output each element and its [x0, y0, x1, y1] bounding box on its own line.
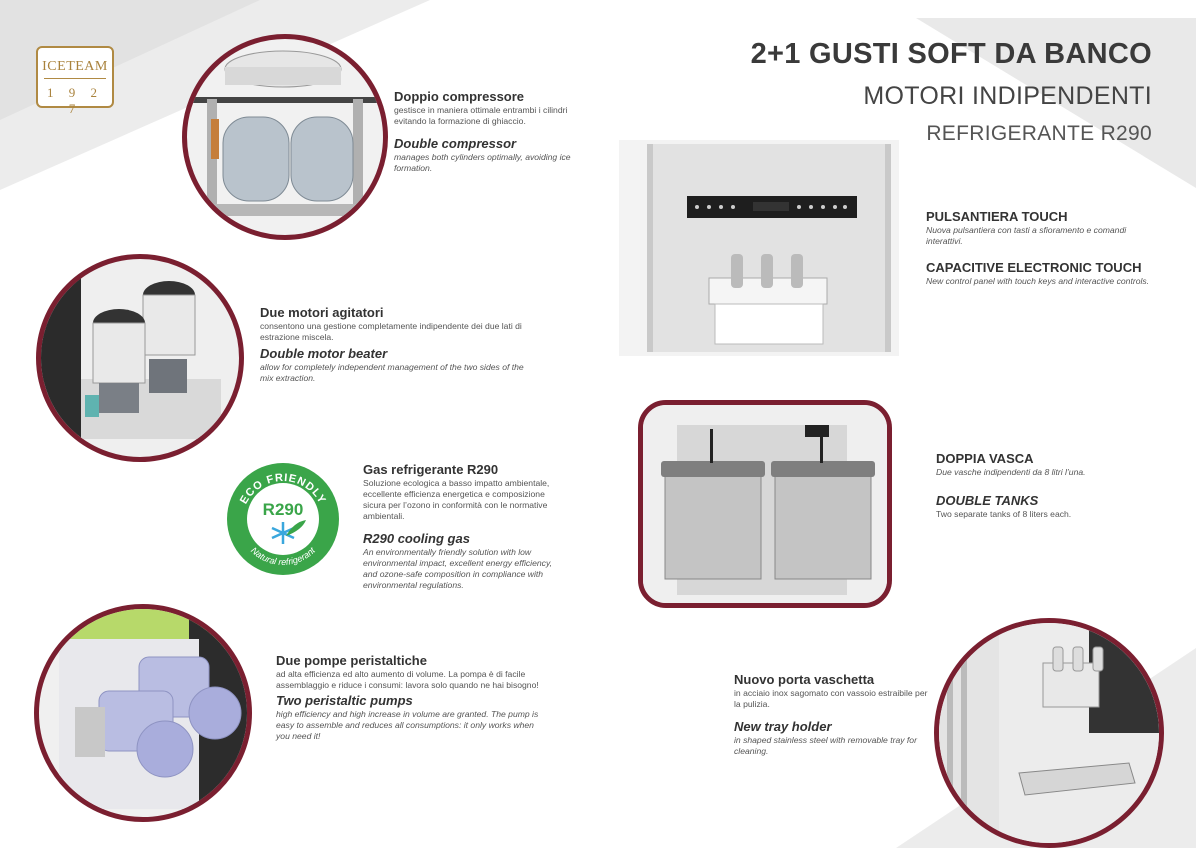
tanks-en-title: DOUBLE TANKS — [936, 493, 1039, 508]
touch-it-text: Nuova pulsantiera con tasti a sfiorament… — [926, 225, 1127, 246]
gas-text: Gas refrigerante R290 Soluzione ecologic… — [363, 463, 563, 591]
page-subtitle: MOTORI INDIPENDENTI — [863, 82, 1152, 110]
gas-en-text: An environmentally friendly solution wit… — [363, 547, 552, 590]
motors-text: Due motori agitatori consentono una gest… — [260, 306, 530, 384]
compressor-en-text: manages both cylinders optimally, avoidi… — [394, 152, 571, 173]
refrigerant-label: REFRIGERANTE R290 — [926, 122, 1152, 145]
tanks-text: DOPPIA VASCA Due vasche indipendenti da … — [936, 452, 1136, 520]
tanks-en-text: Two separate tanks of 8 liters each. — [936, 509, 1072, 519]
touch-en-title: CAPACITIVE ELECTRONIC TOUCH — [926, 260, 1142, 275]
gas-en-title: R290 cooling gas — [363, 531, 470, 546]
snowflake-leaf-icon — [271, 520, 306, 544]
motors-image — [36, 254, 244, 462]
compressor-it-title: Doppio compressore — [394, 89, 525, 104]
motors-it-title: Due motori agitatori — [260, 305, 384, 320]
compressor-en-title: Double compressor — [394, 136, 517, 151]
bg-triangle-top-right — [916, 18, 1196, 188]
logo-divider — [44, 78, 106, 79]
tray-en-title: New tray holder — [734, 719, 832, 734]
pumps-en-title: Two peristaltic pumps — [276, 693, 413, 708]
motors-en-text: allow for completely independent managem… — [260, 362, 524, 383]
tanks-it-title: DOPPIA VASCA — [936, 451, 1034, 466]
touch-it-title: PULSANTIERA TOUCH — [926, 209, 1068, 224]
compressor-image — [182, 34, 388, 240]
motors-en-title: Double motor beater — [260, 346, 388, 361]
compressor-text: Doppio compressore gestisce in maniera o… — [394, 90, 594, 174]
motors-it-text: consentono una gestione completamente in… — [260, 321, 522, 342]
pumps-image — [34, 604, 252, 822]
tray-en-text: in shaped stainless steel with removable… — [734, 735, 917, 756]
tray-it-title: Nuovo porta vaschetta — [734, 672, 875, 687]
touch-text: PULSANTIERA TOUCH Nuova pulsantiera con … — [926, 210, 1156, 287]
tray-text: Nuovo porta vaschetta in acciaio inox sa… — [734, 673, 934, 757]
pumps-it-text: ad alta efficienza ed alto aumento di vo… — [276, 669, 539, 690]
eco-friendly-badge: ECO FRIENDLY Natural refrigerant R290 — [224, 460, 342, 578]
machine-front-image — [619, 140, 899, 356]
page-title: 2+1 GUSTI SOFT DA BANCO — [750, 38, 1152, 70]
eco-center-text: R290 — [263, 500, 304, 519]
logo-year: 1 9 2 7 — [47, 85, 103, 116]
tray-it-text: in acciaio inox sagomato con vassoio est… — [734, 688, 928, 709]
tanks-image — [638, 400, 892, 608]
tanks-it-text: Due vasche indipendenti da 8 litri l’una… — [936, 467, 1086, 477]
gas-it-text: Soluzione ecologica a basso impatto ambi… — [363, 478, 550, 521]
logo-name: ICETEAM — [42, 59, 108, 74]
tray-holder-image — [934, 618, 1164, 848]
brand-logo: ICETEAM 1 9 2 7 — [36, 46, 114, 116]
touch-en-text: New control panel with touch keys and in… — [926, 276, 1150, 286]
compressor-it-text: gestisce in maniera ottimale entrambi i … — [394, 105, 568, 126]
pumps-text: Due pompe peristaltiche ad alta efficien… — [276, 654, 541, 742]
pumps-en-text: high efficiency and high increase in vol… — [276, 709, 539, 741]
pumps-it-title: Due pompe peristaltiche — [276, 653, 427, 668]
gas-it-title: Gas refrigerante R290 — [363, 462, 499, 477]
